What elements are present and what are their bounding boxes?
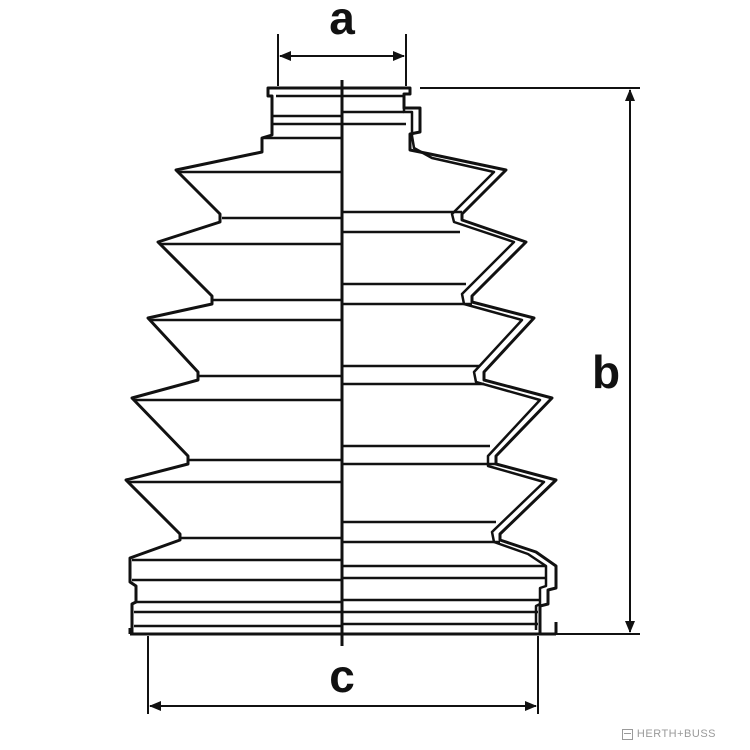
boot-outer-half xyxy=(124,86,342,636)
brand-logo-icon xyxy=(621,728,633,740)
dimension-b xyxy=(420,87,640,635)
boot-section-detail xyxy=(342,94,546,626)
brand-watermark: HERTH+BUSS xyxy=(621,728,716,740)
dimension-a xyxy=(277,34,407,86)
label-b: b xyxy=(592,346,620,398)
boot-outer-detail xyxy=(128,94,342,628)
boot-section-half xyxy=(342,86,558,636)
label-a: a xyxy=(329,0,355,44)
boot-section-wall xyxy=(402,94,548,630)
dimension-c xyxy=(147,636,539,714)
brand-watermark-text: HERTH+BUSS xyxy=(636,728,716,740)
label-c: c xyxy=(329,650,355,702)
